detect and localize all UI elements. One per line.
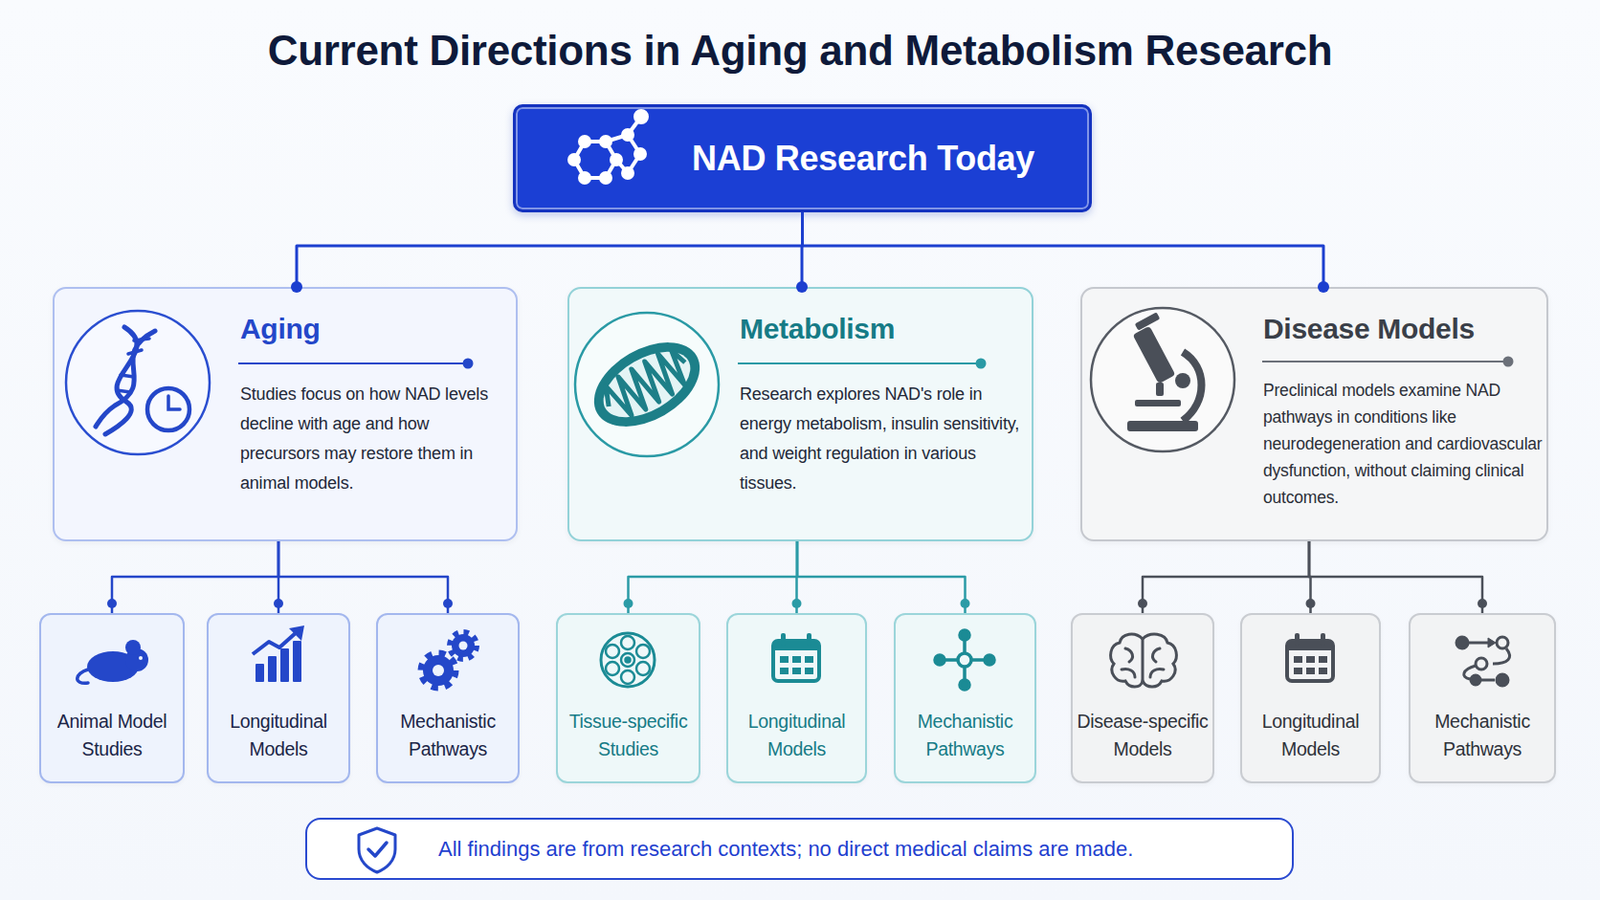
category-description: Research explores NAD's role in energy m… [739,379,1020,499]
topic-label: Longitudinal Models [212,708,345,764]
connector-dot [1477,599,1488,609]
topic-box: Longitudinal Models [726,613,867,784]
topic-box: Mechanistic Pathways [893,613,1037,784]
connector-dot [960,599,971,609]
tree-connector [278,541,448,614]
category-heading: Metabolism [739,311,895,347]
tree-connector [1142,541,1310,614]
connector-dot [1137,599,1148,609]
topic-box: Mechanistic Pathways [376,613,520,784]
topic-box: Animal Model Studies [39,613,185,784]
category-description: Preclinical models examine NAD pathways … [1263,377,1547,512]
root-box: NAD Research Today [512,104,1092,213]
root-title: NAD Research Today [691,138,1035,179]
topic-label: Mechanistic Pathways [1414,708,1551,764]
tree-connector [628,541,799,614]
topic-label: Mechanistic Pathways [381,708,514,764]
connector-dot [443,599,453,609]
tree-connector [296,212,803,288]
disclaimer-banner: All findings are from research contexts;… [305,818,1294,881]
category-box: Disease ModelsPreclinical models examine… [1080,287,1549,542]
topic-label: Tissue-specific Studies [561,708,695,764]
topic-label: Animal Model Studies [44,708,179,764]
topic-box: Mechanistic Pathways [1408,613,1556,784]
topic-label: Disease-specific Models [1076,708,1209,764]
topic-box: Longitudinal Models [206,613,351,784]
connector-dot [107,599,117,609]
category-heading: Aging [240,311,320,347]
topic-label: Longitudinal Models [732,708,862,764]
diagram-title: Current Directions in Aging and Metaboli… [0,24,1600,77]
disclaimer-text: All findings are from research contexts;… [438,837,1134,863]
topic-box: Disease-specific Models [1070,613,1215,784]
tree-connector [111,541,279,614]
topic-box: Longitudinal Models [1240,613,1381,784]
tree-connector [802,212,1325,288]
tree-connector [795,541,799,614]
tree-connector [797,541,966,614]
topic-label: Longitudinal Models [1245,708,1376,764]
tree-connector [800,212,805,288]
category-box: MetabolismResearch explores NAD's role i… [567,287,1034,542]
connector-dot [273,599,284,609]
tree-connector [1309,541,1312,614]
tree-connector [1309,541,1483,614]
category-heading: Disease Models [1263,311,1475,347]
connector-dot [623,599,634,609]
topic-box: Tissue-specific Studies [555,613,701,784]
category-box: AgingStudies focus on how NAD levels dec… [52,287,518,542]
tree-connector [277,541,281,614]
connector-dot [792,599,802,609]
connector-dot [1306,599,1316,609]
topic-label: Mechanistic Pathways [899,708,1031,764]
category-description: Studies focus on how NAD levels decline … [240,379,513,499]
